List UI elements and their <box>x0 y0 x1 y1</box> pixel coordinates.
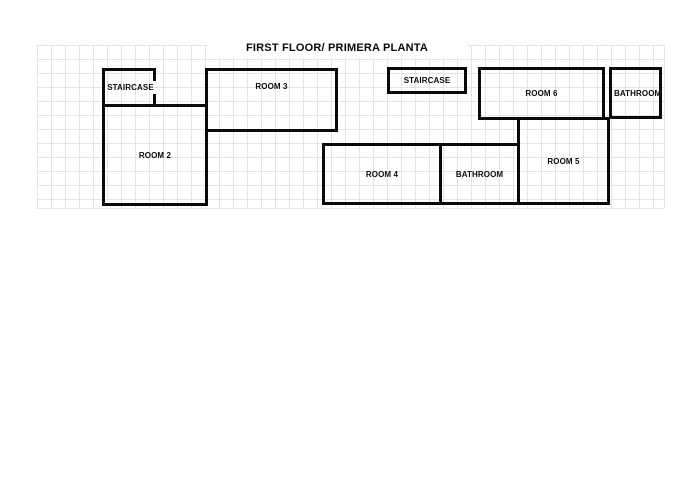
room-box-room-4: ROOM 4 <box>322 143 442 205</box>
room-label: ROOM 6 <box>525 89 558 98</box>
room-label: ROOM 3 <box>255 82 288 91</box>
room-label: BATHROOM <box>455 169 504 179</box>
room-label: STAIRCASE <box>403 76 451 85</box>
room-box-staircase-left: STAIRCASE <box>102 68 156 107</box>
grid-background <box>37 45 665 209</box>
room-box-room-2: ROOM 2 <box>102 104 208 206</box>
room-box-room-3: ROOM 3 <box>205 68 338 132</box>
title-background <box>208 36 467 58</box>
room-box-room-5: ROOM 5 <box>517 117 610 205</box>
room-box-room-6: ROOM 6 <box>478 67 605 120</box>
room-label: STAIRCASE <box>107 83 154 92</box>
room-box-bathroom-middle: BATHROOM <box>439 143 520 205</box>
room-box-staircase-right: STAIRCASE <box>387 67 467 94</box>
room-box-bathroom-upper: BATHROOM <box>609 67 662 119</box>
room-label: ROOM 2 <box>138 150 172 160</box>
staircase-door-wall-top <box>153 68 156 81</box>
page-title: FIRST FLOOR/ PRIMERA PLANTA <box>245 42 428 54</box>
room-label: ROOM 4 <box>365 169 399 179</box>
room-label: ROOM 5 <box>547 156 580 166</box>
staircase-door-wall-bottom <box>153 94 156 107</box>
room-label: BATHROOM <box>614 88 662 98</box>
